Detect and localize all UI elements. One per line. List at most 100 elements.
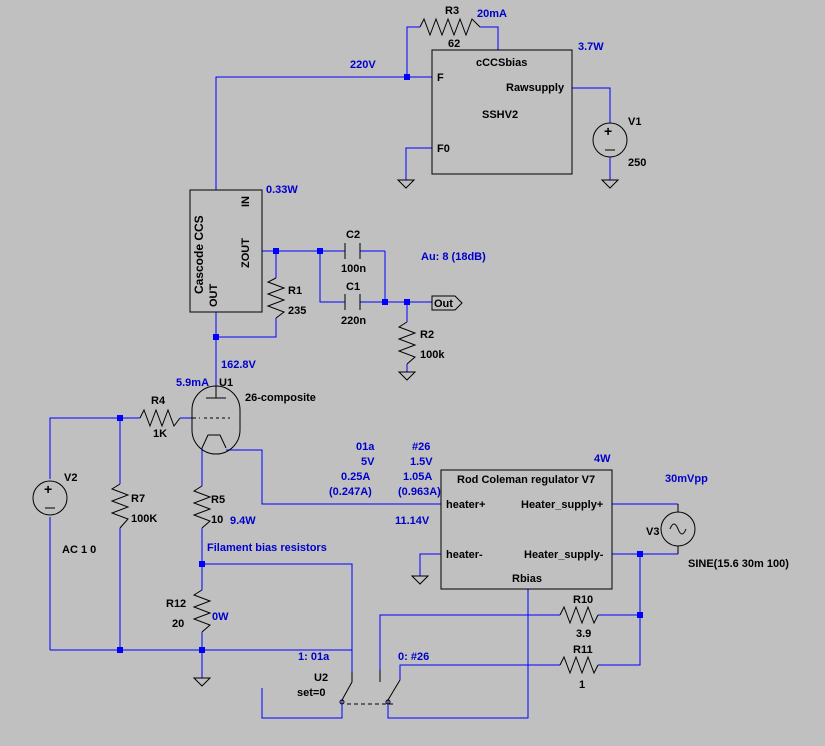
r1-label: R1 xyxy=(288,285,302,297)
pin-f: F xyxy=(437,72,444,84)
pin-f0: F0 xyxy=(437,143,450,155)
sshv2-power: 3.7W xyxy=(578,41,604,53)
pin-rawsupply: Rawsupply xyxy=(506,82,565,94)
u2-label: U2 xyxy=(314,672,328,684)
r12-resistor xyxy=(192,589,212,633)
r3-value: 62 xyxy=(448,38,460,50)
r4-resistor xyxy=(139,408,181,428)
opt-26-voltage: 1.5V xyxy=(410,456,433,468)
ground-symbol xyxy=(397,371,417,381)
switch-0-label: 0: #26 xyxy=(398,651,429,663)
r7-label: R7 xyxy=(131,493,145,505)
v3-value: SINE(15.6 30m 100) xyxy=(688,558,789,570)
opt-01a-voltage: 5V xyxy=(361,456,375,468)
switch-u2 xyxy=(339,670,401,705)
r4-value: 1K xyxy=(153,428,167,440)
opt-26-name: #26 xyxy=(412,441,430,453)
r11-resistor xyxy=(559,655,599,675)
r7-resistor xyxy=(110,483,130,529)
cascode-ccs-block xyxy=(189,189,263,313)
r1-resistor xyxy=(266,277,286,319)
reg-power: 4W xyxy=(594,453,611,465)
r12-label: R12 xyxy=(166,598,186,610)
opt-26-measured: (0.963A) xyxy=(398,486,441,498)
pin-heater-supply-plus: Heater_supply+ xyxy=(521,499,603,511)
plate-voltage: 162.8V xyxy=(221,359,257,371)
tube-u1 xyxy=(191,385,241,455)
ground-symbol xyxy=(600,179,620,189)
gain-label: Au: 8 (18dB) xyxy=(421,251,486,263)
bus-voltage: 220V xyxy=(350,59,376,71)
pin-zout: ZOUT xyxy=(240,238,252,268)
r5-power: 9.4W xyxy=(230,515,256,527)
pin-in: IN xyxy=(240,196,252,207)
r5-resistor xyxy=(192,485,212,529)
r3-current: 20mA xyxy=(477,8,507,20)
opt-01a-measured: (0.247A) xyxy=(329,486,372,498)
opt-01a-name: 01a xyxy=(356,441,375,453)
v1-value: 250 xyxy=(628,157,646,169)
ccs-power: 0.33W xyxy=(266,184,298,196)
u1-label: U1 xyxy=(219,377,233,389)
labels: R3 62 20mA 3.7W 220V F cCCSbias Rawsuppl… xyxy=(62,5,789,699)
v1-label: V1 xyxy=(628,116,641,128)
r12-power: 0W xyxy=(212,611,229,623)
opt-01a-current: 0.25A xyxy=(341,471,370,483)
r2-value: 100k xyxy=(420,349,445,361)
filament-note: Filament bias resistors xyxy=(207,542,327,554)
sshv2-block xyxy=(431,49,573,175)
c2-value: 100n xyxy=(341,263,366,275)
c2-label: C2 xyxy=(346,229,360,241)
sources: + + xyxy=(32,122,696,554)
wires xyxy=(49,26,678,719)
out-label: Out xyxy=(434,298,453,310)
r10-label: R10 xyxy=(573,594,593,606)
junctions xyxy=(117,74,643,653)
pin-rbias: Rbias xyxy=(512,573,542,585)
pin-heater-plus: heater+ xyxy=(446,499,485,511)
r3-resistor xyxy=(419,17,481,37)
capacitors xyxy=(344,243,361,310)
r3-label: R3 xyxy=(445,5,459,17)
ripple-label: 30mVpp xyxy=(665,473,708,485)
out-net-flag xyxy=(431,295,463,311)
reg-name: Rod Coleman regulator V7 xyxy=(457,474,595,486)
v1-source xyxy=(592,122,628,158)
u2-set: set=0 xyxy=(297,687,325,699)
tube-name: 26-composite xyxy=(245,392,316,404)
plate-current: 5.9mA xyxy=(176,377,209,389)
svg-text:+: + xyxy=(44,481,52,497)
grounds xyxy=(192,179,620,687)
pin-heater-minus: heater- xyxy=(446,549,483,561)
svg-text:+: + xyxy=(604,123,612,139)
r12-value: 20 xyxy=(172,618,184,630)
pin-heater-supply-minus: Heater_supply- xyxy=(524,549,604,561)
switch-1-label: 1: 01a xyxy=(298,651,330,663)
pin-ccsbias: cCCSbias xyxy=(476,57,527,69)
ccs-name: Cascode CCS xyxy=(192,215,206,294)
r2-resistor xyxy=(397,321,417,365)
sshv2-name: SSHV2 xyxy=(482,109,518,121)
r5-value: 10 xyxy=(211,514,223,526)
opt-26-current: 1.05A xyxy=(403,471,432,483)
r11-label: R11 xyxy=(573,644,593,656)
r11-value: 1 xyxy=(579,679,585,691)
v2-label: V2 xyxy=(64,472,77,484)
ground-symbol xyxy=(192,677,212,687)
c1-label: C1 xyxy=(346,281,360,293)
v2-source xyxy=(32,480,68,516)
r7-value: 100K xyxy=(131,513,157,525)
r10-resistor xyxy=(559,605,599,625)
v2-value: AC 1 0 xyxy=(62,544,96,556)
ground-symbol xyxy=(396,179,416,189)
ground-symbol xyxy=(410,575,430,585)
resistors xyxy=(110,17,599,675)
c1-value: 220n xyxy=(341,315,366,327)
r2-label: R2 xyxy=(420,329,434,341)
r10-value: 3.9 xyxy=(576,628,591,640)
heater-voltage: 11.14V xyxy=(395,515,430,527)
r5-label: R5 xyxy=(211,494,225,506)
r1-value: 235 xyxy=(288,305,306,317)
pin-out: OUT xyxy=(208,284,220,308)
